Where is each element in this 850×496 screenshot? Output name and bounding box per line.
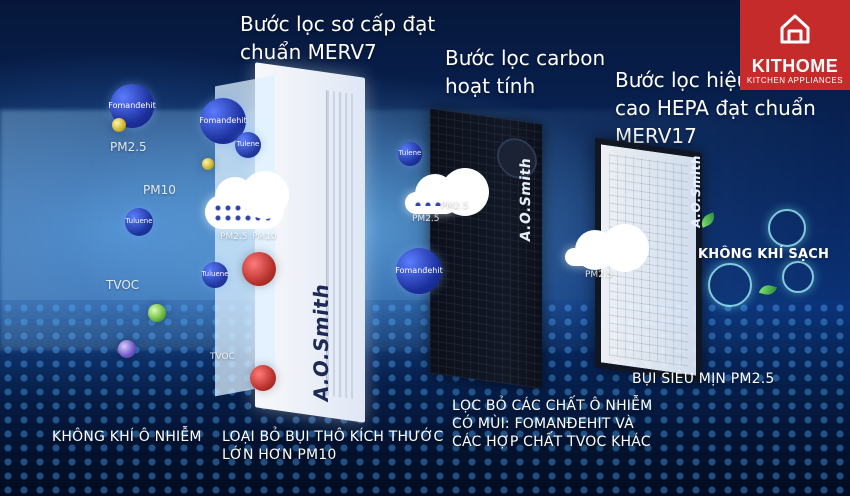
clean-air-bubble-icon <box>768 209 806 247</box>
tvoc-small-label: TVOC <box>210 352 235 362</box>
toluene-particle: Tulene <box>398 142 422 166</box>
pm25-label: PM2.5 <box>110 140 147 154</box>
brand-tagline: KITCHEN APPLIANCES <box>746 76 844 85</box>
odor-removal-caption: LỌC BỎ CÁC CHẤT Ô NHIỄM CÓ MÙI: FOMANĐEH… <box>452 398 653 450</box>
pm25-small-label: PM2.5 <box>412 214 440 224</box>
toluene-particle: Tuluene <box>125 208 153 236</box>
clean-air-visual: KHÔNG KHÍ SẠCH <box>690 205 840 315</box>
clean-air-bubble-icon <box>782 261 814 293</box>
house-outline-icon <box>780 14 810 44</box>
kithome-logo: KITHOME KITCHEN APPLIANCES <box>740 0 850 90</box>
brand-name: KITHOME <box>751 56 839 76</box>
bacteria-icon <box>250 365 276 391</box>
dust-particles <box>213 203 275 221</box>
clean-air-bubble-icon <box>708 263 752 307</box>
toluene-particle: Tulene <box>235 132 261 158</box>
filter-brand-text: A.O.Smith <box>309 281 333 404</box>
dust-cloud-icon <box>205 171 289 229</box>
dust-cloud-icon <box>565 224 649 272</box>
germ-icon <box>148 304 166 322</box>
pm10-label: PM10 <box>143 183 176 197</box>
pm25-small-label: PM2.5 <box>441 201 469 211</box>
filter-brand-text: A.O.Smith <box>518 156 534 243</box>
dust-particles <box>413 200 449 206</box>
pm10-small-label: PM10 <box>252 232 277 242</box>
leaf-icon <box>758 283 778 297</box>
hex-floor-pattern <box>0 300 850 496</box>
activated-carbon-filter: A.O.Smith <box>430 108 542 389</box>
polluted-air-caption: KHÔNG KHÍ Ô NHIỄM <box>52 429 202 445</box>
germ-icon <box>118 340 136 358</box>
pm25-small-label: PM2.5 <box>220 232 248 242</box>
filter1-title: Bước lọc sơ cấp đạt chuẩn MERV7 <box>240 12 436 64</box>
dust-particles <box>573 256 601 258</box>
formaldehyde-particle: Fomanđehit <box>395 248 443 294</box>
bacteria-icon <box>242 252 276 286</box>
leaf-icon <box>698 212 718 228</box>
clean-air-text: KHÔNG KHÍ SẠCH <box>698 247 830 262</box>
remove-coarse-dust-caption: LOẠI BỎ BỤI THÔ KÍCH THƯỚC LỚN HƠN PM10 <box>222 429 444 463</box>
fine-dust-caption: BỤI SIÊU MỊN PM2.5 <box>632 371 775 387</box>
tvoc-label: TVOC <box>106 278 140 292</box>
toluene-particle: Tuluene <box>201 262 229 288</box>
dust-cloud-icon <box>405 168 489 216</box>
pm25-small-label: PM2.5 <box>585 270 613 280</box>
filter2-title: Bước lọc carbon hoạt tính <box>445 46 606 98</box>
pollen-icon <box>112 118 126 132</box>
pollen-icon <box>202 158 214 170</box>
